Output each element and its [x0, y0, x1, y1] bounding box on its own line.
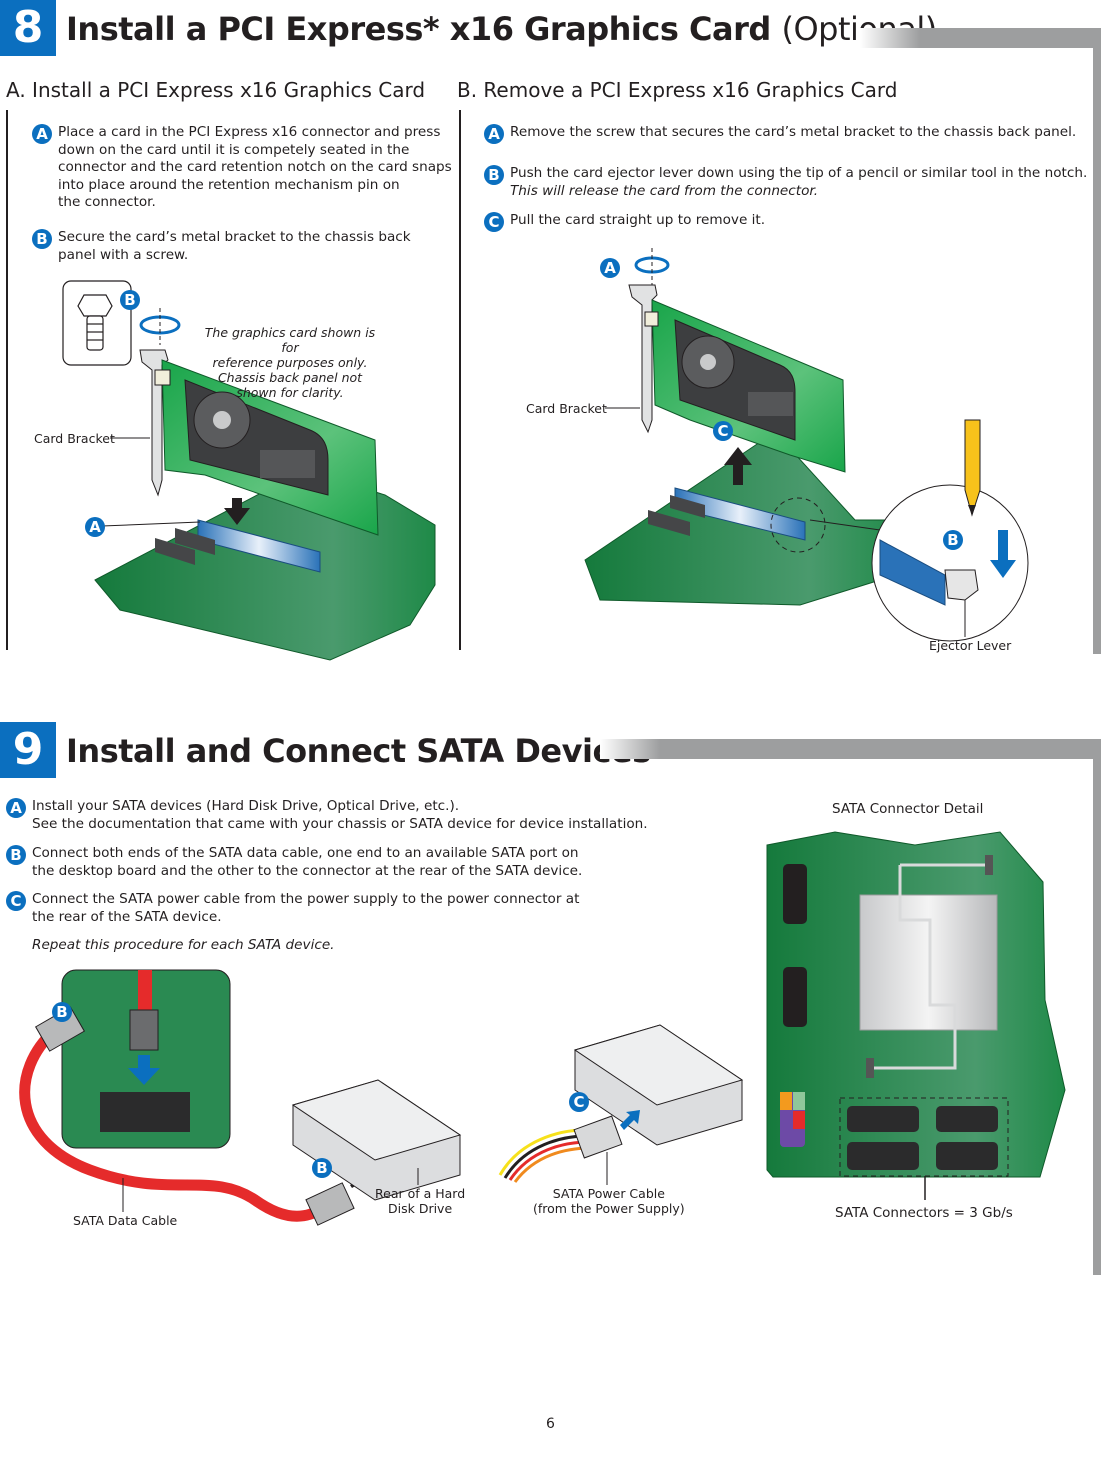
sata-cable-plug [129, 1009, 159, 1051]
callout-b: B [52, 1002, 72, 1022]
ejector-highlight [770, 497, 826, 553]
ejector-detail-circle [871, 484, 1029, 642]
pcie-slot [197, 519, 321, 573]
step-text: Install your SATA devices (Hard Disk Dri… [32, 798, 648, 832]
part-a-heading: A. Install a PCI Express x16 Graphics Ca… [6, 78, 426, 102]
sata-detail-title: SATA Connector Detail [832, 801, 984, 817]
callout-b: B [120, 290, 140, 310]
step-badge-a: A [484, 124, 504, 144]
step-badge-c: C [6, 891, 26, 911]
sata-data-cable [19, 1025, 323, 1222]
callout-b: B [943, 530, 963, 550]
part-b-rule [459, 110, 461, 650]
callout-c: C [713, 421, 733, 441]
ejector-lever-label: Ejector Lever [929, 638, 1012, 653]
up-arrow-icon [724, 447, 752, 485]
down-arrow-blue-icon-2 [128, 1055, 160, 1085]
section-9-header-bar [600, 739, 1101, 759]
header-pins-1 [783, 864, 807, 924]
card-bracket [139, 349, 169, 497]
pencil-icon [964, 419, 981, 517]
ejector-lever [944, 569, 979, 601]
hdd-rear-label: Rear of a Hard Disk Drive [375, 1186, 466, 1216]
callout-a: A [85, 517, 105, 537]
section-9-title: Install and Connect SATA Devices [66, 732, 651, 770]
step-badge-b: B [32, 229, 52, 249]
part-b-step-a: A Remove the screw that secures the card… [484, 124, 1094, 144]
part-a-step-a: A Place a card in the PCI Express x16 co… [32, 124, 452, 212]
reference-note: The graphics card shown is for reference… [204, 325, 376, 400]
step-badge-c: C [484, 212, 504, 232]
callout-c: C [569, 1092, 589, 1112]
sata-port [847, 1106, 919, 1132]
callout-a: A [600, 258, 620, 278]
section-8-title-main: Install a PCI Express* x16 Graphics Card [66, 10, 771, 48]
screw-icon [77, 294, 113, 351]
part-b-heading: B. Remove a PCI Express x16 Graphics Car… [457, 78, 898, 102]
part-a-step-b: B Secure the card’s metal bracket to the… [32, 229, 452, 264]
section-9-side-bar [1093, 755, 1101, 1275]
sata-port [936, 1106, 998, 1132]
page-number: 6 [546, 1416, 555, 1432]
step-text: Remove the screw that secures the card’s… [510, 124, 1077, 140]
power-cable-label: SATA Power Cable (from the Power Supply) [533, 1186, 685, 1216]
sata-data-cable-label: SATA Data Cable [73, 1213, 178, 1228]
push-arrow-blue-icon [620, 1110, 640, 1130]
section-9-step-b: B Connect both ends of the SATA data cab… [6, 845, 706, 880]
step-badge-b: B [484, 165, 504, 185]
down-arrow-blue-icon [990, 530, 1016, 578]
motherboard [94, 469, 436, 661]
part-b-step-b: B Push the card ejector lever down using… [484, 165, 1094, 200]
section-9-number: 9 [0, 722, 56, 778]
header-pins-2 [783, 967, 807, 1027]
step-badge-b: B [6, 845, 26, 865]
part-a-rule [6, 110, 8, 650]
step-text: Place a card in the PCI Express x16 conn… [58, 124, 452, 210]
section-8-title: Install a PCI Express* x16 Graphics Card… [66, 10, 937, 48]
step-text: Secure the card’s metal bracket to the c… [58, 229, 411, 263]
step-text: Push the card ejector lever down using t… [510, 165, 1088, 181]
down-arrow-icon [224, 498, 250, 525]
step-badge-a: A [32, 124, 52, 144]
step-text: Connect the SATA power cable from the po… [32, 891, 580, 925]
part-b-step-c: C Pull the card straight up to remove it… [484, 212, 1094, 232]
card-bracket-label: Card Bracket [34, 431, 115, 446]
step-text: Pull the card straight up to remove it. [510, 212, 766, 228]
section-8-number: 8 [0, 0, 56, 56]
sata-port [936, 1142, 998, 1170]
section-9-step-c: C Connect the SATA power cable from the … [6, 891, 706, 926]
step-badge-a: A [6, 798, 26, 818]
sata-connectors-label: SATA Connectors = 3 Gb/s [835, 1205, 1013, 1221]
section-8-side-bar [1093, 44, 1101, 654]
section-8-header-bar [860, 28, 1101, 48]
sata-port [847, 1142, 919, 1170]
card-power-port-b [644, 311, 659, 327]
sata-cable-end [305, 1182, 355, 1226]
sata-power-plug [573, 1115, 623, 1159]
card-power-port [154, 369, 171, 386]
card-bracket-label: Card Bracket [526, 401, 607, 416]
step-note: This will release the card from the conn… [510, 182, 819, 199]
step-text: Connect both ends of the SATA data cable… [32, 845, 583, 879]
sata-connectors-highlight [839, 1097, 1009, 1177]
callout-b: B [312, 1158, 332, 1178]
section-9-step-a: A Install your SATA devices (Hard Disk D… [6, 798, 706, 833]
repeat-note: Repeat this procedure for each SATA devi… [32, 937, 335, 953]
